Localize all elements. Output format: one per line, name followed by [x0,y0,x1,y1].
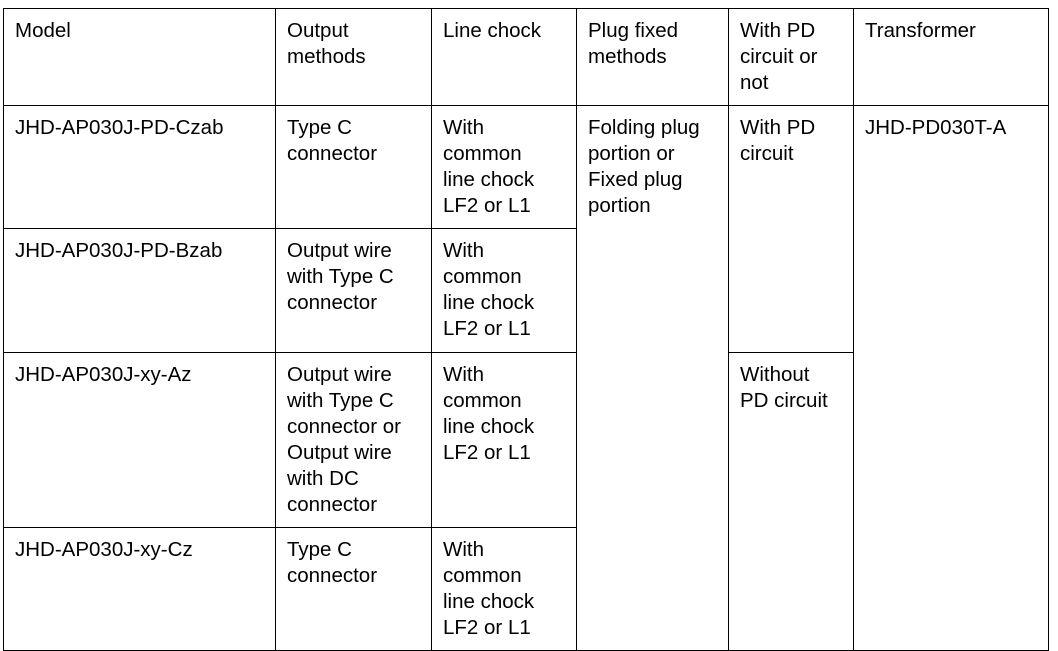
cell-output-methods: Type C connector [275,527,432,651]
cell-pd-circuit-with: With PD circuit [728,105,854,353]
cell-line-chock: With common line chock LF2 or L1 [431,228,577,353]
cell-model: JHD-AP030J-PD-Bzab [3,228,276,353]
table-header-row: Model Output methods Line chock Plug fix… [3,8,1049,106]
cell-plug-fixed-methods-merged: Folding plug portion or Fixed plug porti… [576,105,729,651]
table-row: JHD-AP030J-PD-Czab Type C connector With… [3,105,1049,651]
cell-output-methods: Output wire with Type C connector or Out… [275,352,432,528]
cell-output-methods-value: Type C connector [287,538,378,587]
cell-line-chock: With common line chock LF2 or L1 [431,527,577,651]
column-header-line-chock: Line chock [431,8,577,106]
cell-line-chock-value: With common line chock LF2 or L1 [443,116,535,217]
cell-line-chock-value: With common line chock LF2 or L1 [443,239,535,340]
cell-model-value: JHD-AP030J-PD-Czab [15,116,224,139]
column-header-output-methods-label: Output methods [287,19,366,68]
cell-model: JHD-AP030J-PD-Czab [3,105,276,229]
table-row: JHD-AP030J-xy-Cz Type C connector With c… [3,527,1049,651]
column-header-pd-circuit: With PD circuit or not [728,8,854,106]
column-header-pd-circuit-label: With PD circuit or not [740,19,818,94]
cell-model: JHD-AP030J-xy-Az [3,352,276,528]
column-header-output-methods: Output methods [275,8,432,106]
column-header-line-chock-label: Line chock [443,19,542,42]
cell-line-chock-value: With common line chock LF2 or L1 [443,538,535,639]
cell-output-methods-value: Output wire with Type C connector [287,239,394,314]
cell-model-value: JHD-AP030J-xy-Az [15,363,192,386]
cell-output-methods: Output wire with Type C connector [275,228,432,353]
product-specification-table: Model Output methods Line chock Plug fix… [3,8,1049,651]
cell-pd-circuit-without: Without PD circuit [728,352,854,651]
column-header-transformer-label: Transformer [865,19,976,42]
cell-output-methods: Type C connector [275,105,432,229]
column-header-transformer: Transformer [853,8,1049,106]
table-row: JHD-AP030J-PD-Bzab Output wire with Type… [3,228,1049,353]
column-header-plug-fixed-methods-label: Plug fixed methods [588,19,679,68]
column-header-model: Model [3,8,276,106]
column-header-model-label: Model [15,19,71,42]
cell-transformer-merged: JHD-PD030T-A [853,105,1049,651]
cell-pd-circuit-without-value: Without PD circuit [740,363,828,412]
cell-output-methods-value: Type C connector [287,116,378,165]
table-row: JHD-AP030J-xy-Az Output wire with Type C… [3,352,1049,651]
cell-output-methods-value: Output wire with Type C connector or Out… [287,363,401,516]
cell-model-value: JHD-AP030J-PD-Bzab [15,239,223,262]
column-header-plug-fixed-methods: Plug fixed methods [576,8,729,106]
cell-plug-fixed-methods-value: Folding plug portion or Fixed plug porti… [588,116,700,217]
cell-model-value: JHD-AP030J-xy-Cz [15,538,193,561]
cell-line-chock: With common line chock LF2 or L1 [431,352,577,528]
cell-pd-circuit-with-value: With PD circuit [740,116,816,165]
cell-model: JHD-AP030J-xy-Cz [3,527,276,651]
cell-transformer-value: JHD-PD030T-A [865,116,1007,139]
cell-line-chock-value: With common line chock LF2 or L1 [443,363,535,464]
cell-line-chock: With common line chock LF2 or L1 [431,105,577,229]
